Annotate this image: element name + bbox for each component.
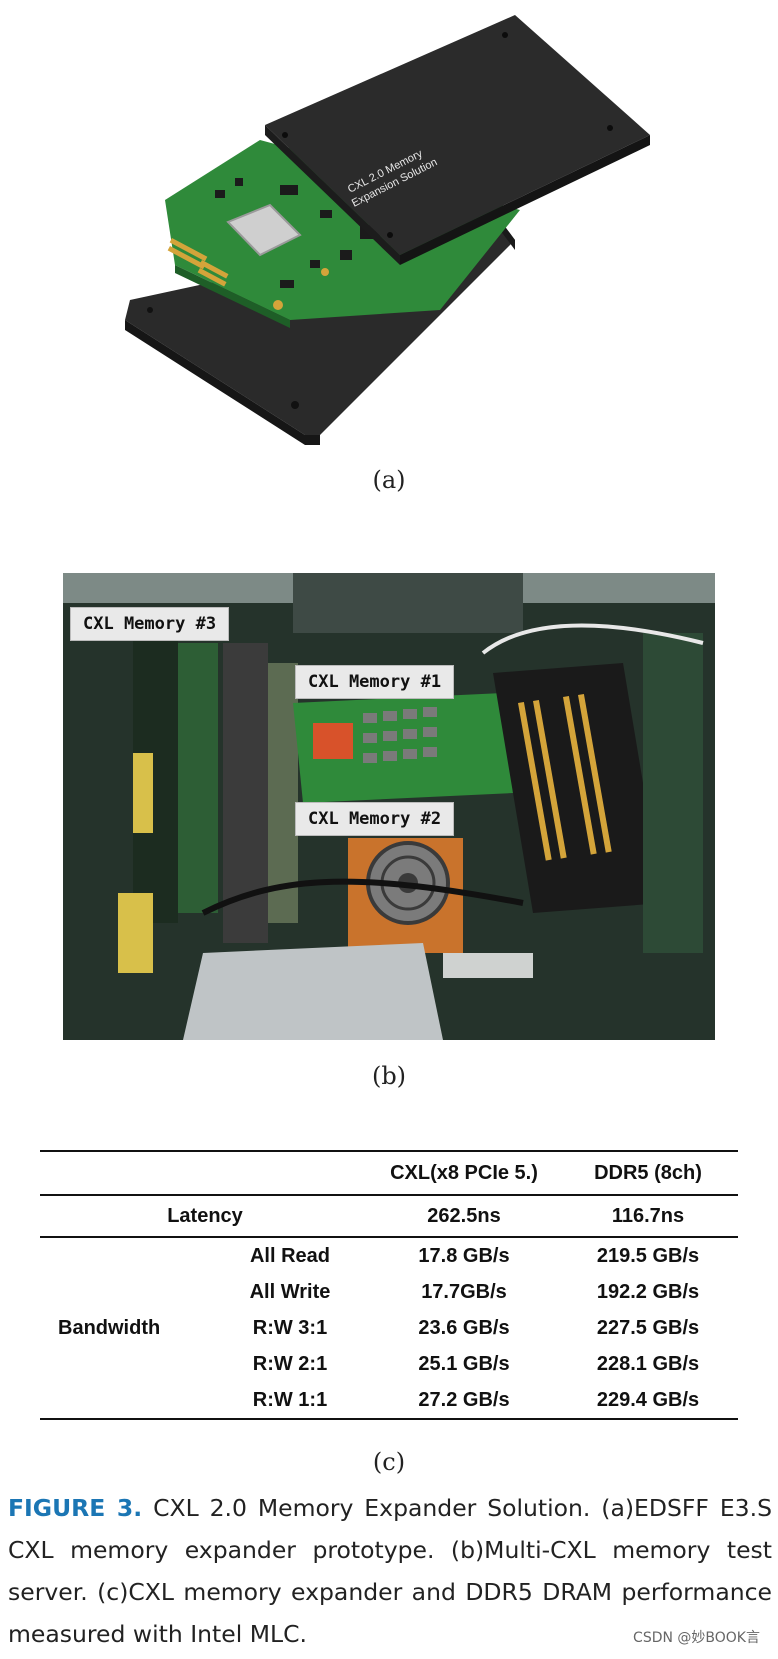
row-label-latency: Latency xyxy=(167,1204,243,1227)
latency-ddr5: 116.7ns xyxy=(611,1204,685,1227)
server-illustration xyxy=(63,573,715,1040)
subfigure-label-c: (c) xyxy=(372,1448,406,1476)
label-cxl-memory-1: CXL Memory #1 xyxy=(295,665,455,699)
bandwidth-mode: R:W 1:1 xyxy=(252,1388,328,1411)
label-cxl-memory-3: CXL Memory #3 xyxy=(70,607,230,641)
table-row: Bandwidth All Read 17.8 GB/s 219.5 GB/s xyxy=(40,1237,738,1339)
bandwidth-mode: R:W 2:1 xyxy=(252,1352,328,1375)
cxl-device-render: CXL 2.0 Memory Expansion Solution xyxy=(125,15,650,445)
test-server-photo: CXL Memory #3 CXL Memory #1 CXL Memory #… xyxy=(63,573,715,1040)
bandwidth-ddr5: 228.1 GB/s xyxy=(596,1352,700,1375)
row-label-bandwidth: Bandwidth xyxy=(58,1316,161,1339)
bandwidth-ddr5: 192.2 GB/s xyxy=(596,1280,700,1303)
header-empty-2 xyxy=(210,1151,370,1195)
bandwidth-ddr5: 219.5 GB/s xyxy=(596,1244,700,1267)
figure-number: FIGURE 3. xyxy=(8,1494,143,1522)
table-row-latency: Latency 262.5ns 116.7ns xyxy=(40,1195,738,1237)
bandwidth-cxl: 17.7GB/s xyxy=(421,1280,507,1303)
label-cxl-memory-2: CXL Memory #2 xyxy=(295,802,455,836)
bandwidth-mode: All Read xyxy=(249,1244,331,1267)
table-row: R:W 1:1 27.2 GB/s 229.4 GB/s xyxy=(40,1382,738,1419)
bandwidth-cxl: 23.6 GB/s xyxy=(418,1316,510,1339)
table-row: R:W 3:1 23.6 GB/s 227.5 GB/s xyxy=(40,1310,738,1346)
bandwidth-cxl: 27.2 GB/s xyxy=(418,1388,510,1411)
header-ddr5: DDR5 (8ch) xyxy=(594,1161,702,1184)
header-empty-1 xyxy=(40,1151,210,1195)
bandwidth-ddr5: 227.5 GB/s xyxy=(596,1316,700,1339)
bandwidth-mode: R:W 3:1 xyxy=(252,1316,328,1339)
performance-table: CXL(x8 PCIe 5.) DDR5 (8ch) Latency 262.5… xyxy=(40,1150,738,1420)
subfigure-label-a: (a) xyxy=(372,466,406,494)
latency-cxl: 262.5ns xyxy=(427,1204,501,1227)
watermark: CSDN @妙BOOK言 xyxy=(633,1630,760,1646)
bandwidth-cxl: 17.8 GB/s xyxy=(418,1244,510,1267)
header-cxl: CXL(x8 PCIe 5.) xyxy=(390,1161,538,1184)
bandwidth-ddr5: 229.4 GB/s xyxy=(596,1388,700,1411)
bandwidth-cxl: 25.1 GB/s xyxy=(418,1352,510,1375)
table-header-row: CXL(x8 PCIe 5.) DDR5 (8ch) xyxy=(40,1151,738,1195)
table-row: R:W 2:1 25.1 GB/s 228.1 GB/s xyxy=(40,1346,738,1382)
figure-caption: FIGURE 3. CXL 2.0 Memory Expander Soluti… xyxy=(8,1487,772,1655)
bandwidth-mode: All Write xyxy=(249,1280,331,1303)
table-row: All Write 17.7GB/s 192.2 GB/s xyxy=(40,1274,738,1310)
caption-text: CXL 2.0 Memory Expander Solution. (a)EDS… xyxy=(8,1494,773,1648)
subfigure-label-b: (b) xyxy=(371,1062,407,1090)
